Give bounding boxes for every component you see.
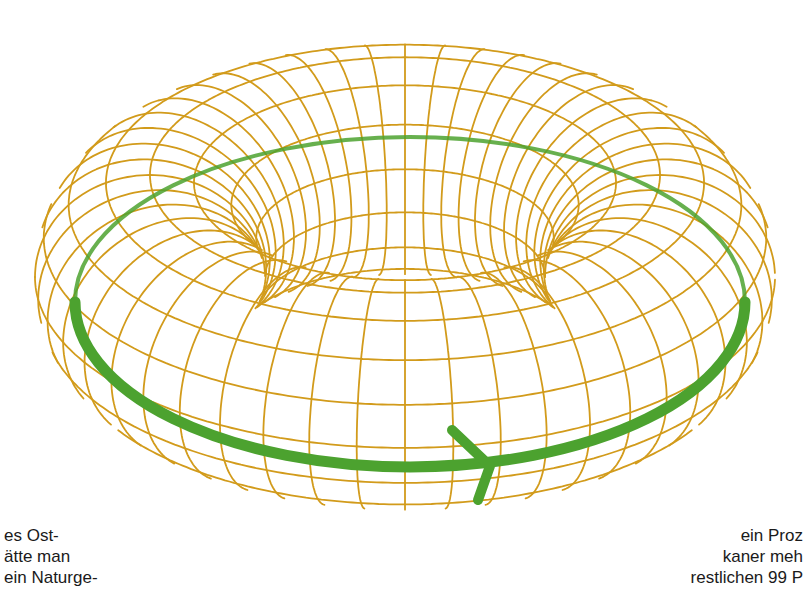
wire-line — [35, 277, 775, 448]
wire-line — [555, 231, 725, 363]
wire-line — [544, 159, 768, 292]
wire-line — [286, 55, 352, 281]
wire-line — [265, 212, 545, 277]
wire-line — [526, 435, 547, 499]
text-fragment: ätte man — [2, 547, 72, 567]
text-fragment: restlichen 99 P — [689, 568, 805, 588]
wire-line — [44, 204, 766, 405]
wire-line — [404, 448, 406, 510]
wire-line — [759, 204, 767, 238]
wire-line — [194, 85, 616, 280]
wire-line — [63, 218, 253, 342]
wire-line — [365, 46, 387, 276]
wire-line — [551, 238, 554, 252]
wire-line — [143, 252, 272, 398]
text-fragment: es Ost- — [2, 526, 61, 546]
wire-line — [458, 277, 501, 442]
wire-line — [357, 446, 365, 508]
text-fragment: ein Proz — [739, 526, 805, 546]
wire-line — [260, 247, 550, 301]
wire-line — [85, 231, 255, 363]
wire-line — [404, 280, 406, 448]
wire-line — [441, 49, 484, 277]
arrow-head — [452, 430, 490, 500]
wire-line — [38, 190, 262, 299]
torus-wireframe — [35, 44, 775, 509]
loop-back — [75, 137, 745, 302]
text-fragment: ein Naturge- — [2, 568, 100, 588]
wire-line — [112, 242, 262, 381]
wire-line — [326, 49, 369, 277]
wire-line — [150, 57, 660, 293]
wire-line — [143, 98, 294, 302]
wire-line — [526, 113, 696, 307]
wire-line — [555, 205, 579, 246]
wire-line — [106, 45, 704, 321]
wire-line — [540, 144, 750, 302]
wire-line — [249, 63, 335, 286]
wire-line — [309, 442, 324, 505]
loop-front — [75, 302, 745, 467]
wire-line — [446, 446, 454, 508]
wire-line — [257, 269, 553, 307]
wire-line — [357, 279, 379, 446]
wire-line — [538, 252, 667, 398]
wire-line — [752, 321, 762, 363]
wire-line — [48, 321, 58, 363]
text-fragment: kaner meh — [721, 547, 805, 567]
wire-line — [309, 277, 352, 442]
wire-line — [432, 279, 454, 446]
wire-line — [231, 125, 578, 246]
wire-line — [404, 44, 406, 274]
wire-line — [548, 242, 698, 381]
wire-line — [256, 169, 554, 252]
wire-line — [69, 126, 742, 360]
wire-line — [263, 435, 284, 499]
wire-line — [552, 205, 762, 322]
wire-line — [114, 113, 284, 307]
flow-loop-arrow — [75, 137, 745, 500]
